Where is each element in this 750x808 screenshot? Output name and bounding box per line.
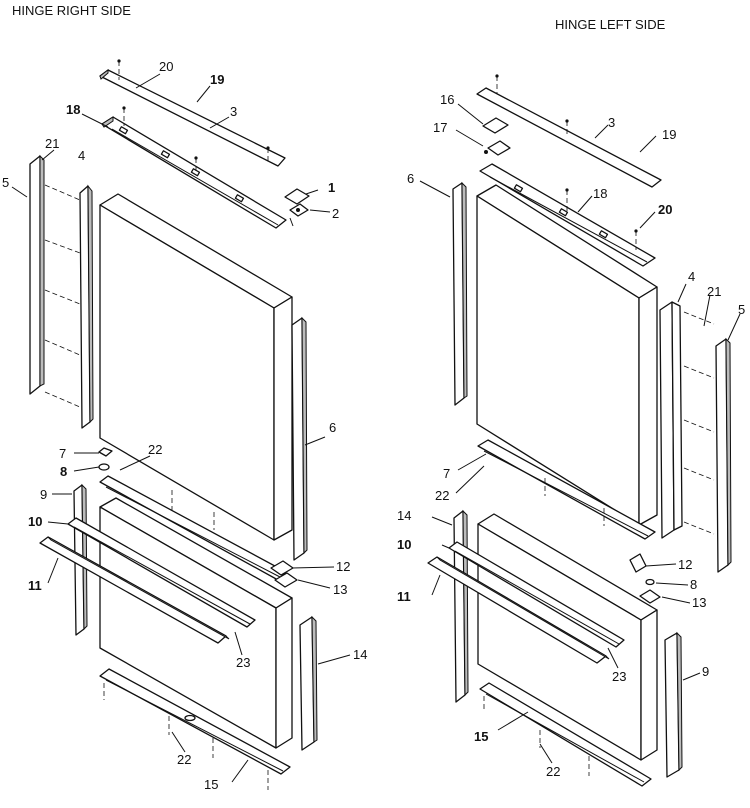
right-label-20: 20 [159, 59, 173, 74]
left-label-11: 11 [397, 589, 411, 604]
left-label-3: 3 [608, 115, 615, 130]
right-label-11: 11 [28, 578, 42, 593]
left-side-assembly: 16 17 3 19 18 20 6 4 21 5 7 22 14 10 11 … [397, 74, 745, 787]
right-label-10: 10 [28, 514, 42, 529]
left-upper-door-panel [476, 184, 658, 526]
right-label-21: 21 [45, 136, 59, 151]
left-label-12: 12 [678, 557, 692, 572]
left-label-23: 23 [612, 669, 626, 684]
right-side-assembly: 20 19 3 18 1 2 21 4 5 6 7 8 22 9 10 11 1… [2, 59, 367, 792]
left-hinge-16-17 [482, 117, 511, 156]
left-label-8: 8 [690, 577, 697, 592]
right-label-9: 9 [40, 487, 47, 502]
left-label-17: 17 [433, 120, 447, 135]
left-label-22b: 22 [546, 764, 560, 779]
left-label-6: 6 [407, 171, 414, 186]
left-part-10-channel [448, 541, 625, 648]
right-part-labels: 20 19 3 18 1 2 21 4 5 6 7 8 22 9 10 11 1… [2, 59, 367, 792]
right-fasteners-7-8 [98, 447, 113, 471]
right-leader-lines [11, 73, 351, 783]
left-part-11-strip [427, 556, 610, 664]
left-label-19: 19 [662, 127, 676, 142]
left-leader-lines [419, 103, 741, 764]
right-label-12: 12 [336, 559, 350, 574]
left-part-15-bottom-trim [479, 682, 652, 787]
right-part-10-channel [67, 517, 256, 628]
left-part-9-strip [664, 631, 683, 778]
right-label-4: 4 [78, 148, 85, 163]
title-hinge-left-side: HINGE LEFT SIDE [555, 17, 666, 32]
left-label-10: 10 [397, 537, 411, 552]
left-label-16: 16 [440, 92, 454, 107]
left-label-7: 7 [443, 466, 450, 481]
right-label-14: 14 [353, 647, 367, 662]
left-label-22a: 22 [435, 488, 449, 503]
right-hinge-bracket [284, 188, 310, 227]
left-label-15: 15 [474, 729, 488, 744]
right-label-7: 7 [59, 446, 66, 461]
right-label-6: 6 [329, 420, 336, 435]
left-label-9: 9 [702, 664, 709, 679]
left-part-3-top-strip [476, 74, 662, 188]
left-label-20: 20 [658, 202, 672, 217]
right-label-18: 18 [66, 102, 80, 117]
title-hinge-right-side: HINGE RIGHT SIDE [12, 3, 131, 18]
right-label-22a: 22 [148, 442, 162, 457]
left-part-18-channel [479, 163, 656, 267]
left-label-13: 13 [692, 595, 706, 610]
left-label-5: 5 [738, 302, 745, 317]
right-label-19: 19 [210, 72, 224, 87]
right-label-23: 23 [236, 655, 250, 670]
right-part-5-outer-strip [29, 154, 45, 395]
right-upper-door-panel [99, 193, 293, 541]
right-label-22b: 22 [177, 752, 191, 767]
left-part-labels: 16 17 3 19 18 20 6 4 21 5 7 22 14 10 11 … [397, 92, 745, 779]
left-label-4: 4 [688, 269, 695, 284]
right-part-6-side-strip [291, 316, 308, 561]
left-part-6-strip [452, 181, 468, 406]
right-part-15-bottom-trim [99, 668, 291, 790]
left-label-14: 14 [397, 508, 411, 523]
right-part-4-inner-strip [44, 184, 94, 429]
left-label-21: 21 [707, 284, 721, 299]
right-part-11-strip [39, 536, 230, 644]
right-label-5: 5 [2, 175, 9, 190]
right-label-13: 13 [333, 582, 347, 597]
left-upper-bottom-trim [477, 439, 656, 540]
left-part-14-strip [453, 509, 469, 703]
right-label-2: 2 [332, 206, 339, 221]
left-hinge-12-8-13 [629, 553, 661, 604]
right-label-1: 1 [328, 180, 335, 195]
right-label-8: 8 [60, 464, 67, 479]
right-part-18-top-channel [101, 106, 287, 229]
left-part-4-strip [659, 301, 715, 539]
left-part-5-strip [715, 337, 732, 573]
right-part-20-top-strip [99, 59, 286, 167]
right-label-3: 3 [230, 104, 237, 119]
right-label-15: 15 [204, 777, 218, 792]
left-label-18: 18 [593, 186, 607, 201]
right-part-14-strip [299, 615, 318, 751]
